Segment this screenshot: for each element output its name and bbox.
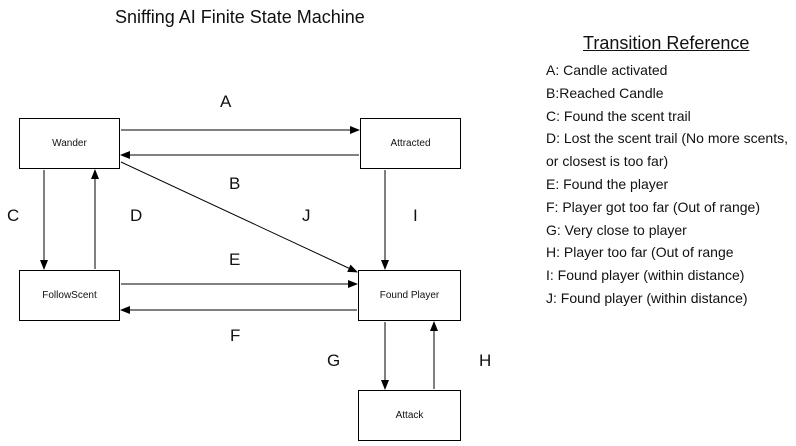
edge-label-b: B bbox=[229, 174, 241, 193]
reference-heading: Transition Reference bbox=[583, 33, 750, 53]
state-followscent: FollowScent bbox=[19, 270, 120, 321]
reference-item-b: B:Reached Candle bbox=[546, 84, 664, 101]
arrow-j-wander-to-found-player bbox=[120, 161, 358, 273]
state-attracted: Attracted bbox=[360, 118, 461, 169]
edge-label-g: G bbox=[327, 351, 341, 370]
edge-label-f: F bbox=[230, 326, 241, 345]
state-attack: Attack bbox=[358, 390, 461, 441]
state-wander-label: Wander bbox=[52, 138, 87, 149]
reference-item-g: G: Very close to player bbox=[546, 221, 687, 238]
reference-list: A: Candle activated B:Reached Candle C: … bbox=[546, 59, 791, 310]
reference-item-h: H: Player too far (Out of range bbox=[546, 244, 734, 261]
state-followscent-label: FollowScent bbox=[42, 290, 97, 301]
edge-label-j: J bbox=[302, 206, 311, 225]
reference-item-j: J: Found player (within distance) bbox=[546, 289, 748, 306]
diagram-title: Sniffing AI Finite State Machine bbox=[115, 7, 365, 27]
edge-label-i: I bbox=[413, 206, 418, 225]
edge-label-d: D bbox=[130, 206, 143, 225]
reference-item-i: I: Found player (within distance) bbox=[546, 267, 745, 284]
reference-item-f: F: Player got too far (Out of range) bbox=[546, 198, 760, 215]
reference-item-a: A: Candle activated bbox=[546, 62, 668, 78]
state-found-player: Found Player bbox=[358, 270, 461, 321]
state-found-player-label: Found Player bbox=[379, 290, 440, 301]
edge-label-c: C bbox=[7, 206, 20, 225]
edge-label-a: A bbox=[220, 92, 232, 111]
state-attracted-label: Attracted bbox=[390, 138, 431, 149]
reference-item-d: D: Lost the scent trail (No more scents,… bbox=[546, 130, 788, 170]
reference-item-c: C: Found the scent trail bbox=[546, 107, 691, 124]
reference-item-e: E: Found the player bbox=[546, 175, 669, 192]
edge-label-e: E bbox=[229, 250, 241, 269]
state-wander: Wander bbox=[19, 118, 120, 169]
state-attack-label: Attack bbox=[395, 410, 424, 421]
edge-label-h: H bbox=[479, 351, 492, 370]
